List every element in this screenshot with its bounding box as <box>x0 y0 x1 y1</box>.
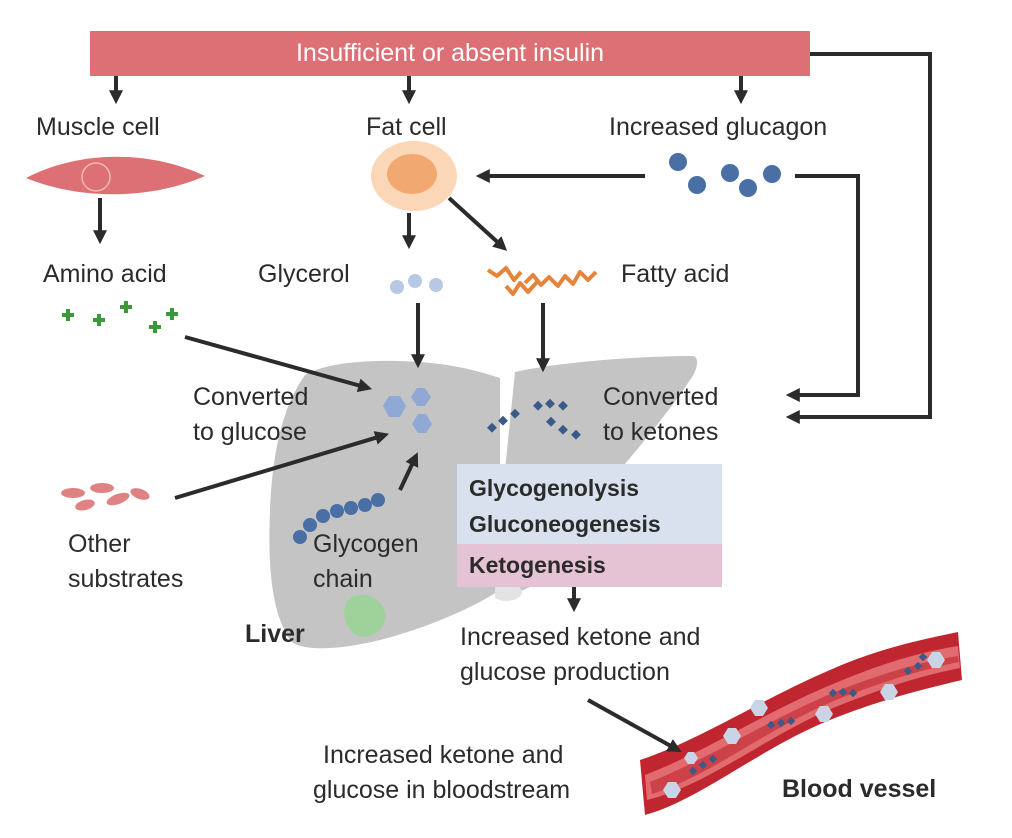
other-substrates-molecules <box>61 483 150 511</box>
ketone-glucose-production-label-line1: Increased ketone and <box>460 623 701 651</box>
glycogenolysis-label: Glycogenolysis <box>469 475 640 501</box>
process-box-ketogenesis: Ketogenesis <box>457 544 722 587</box>
converted-ketones-label-line2: to ketones <box>603 418 719 446</box>
fat-cell-shape <box>371 141 457 211</box>
process-box-glucose: Glycogenolysis Gluconeogenesis <box>457 464 722 544</box>
converted-ketones-label-line1: Converted <box>603 383 719 411</box>
ketogenesis-label: Ketogenesis <box>469 552 606 578</box>
other-substrates-label-line1: Other <box>68 530 131 558</box>
glycerol-molecules <box>390 274 443 294</box>
glucagon-molecules <box>669 153 781 197</box>
converted-glucose-label-line1: Converted <box>193 383 309 411</box>
blood-vessel-label: Blood vessel <box>782 775 937 803</box>
amino-acid-label: Amino acid <box>43 260 167 288</box>
glycogen-chain-molecules <box>293 493 385 544</box>
fat-cell-label: Fat cell <box>366 113 447 141</box>
insulin-banner: Insufficient or absent insulin <box>90 31 810 76</box>
gluconeogenesis-label: Gluconeogenesis <box>469 511 661 537</box>
flow-arrows <box>93 52 932 753</box>
fatty-acid-molecules <box>486 266 598 296</box>
ketone-glucose-bloodstream-label-line1: Increased ketone and <box>323 741 564 769</box>
increased-glucagon-label: Increased glucagon <box>609 113 828 141</box>
liver-label: Liver <box>245 620 305 648</box>
glycerol-label: Glycerol <box>258 260 350 288</box>
ketone-glucose-bloodstream-label-line2: glucose in bloodstream <box>313 776 571 804</box>
muscle-cell-shape <box>26 156 205 195</box>
glycogen-chain-label-line1: Glycogen <box>313 530 419 558</box>
other-substrates-label-line2: substrates <box>68 565 184 593</box>
ketone-molecules-liver <box>487 398 581 440</box>
glycogen-chain-label-line2: chain <box>313 565 373 593</box>
blood-vessel-shape <box>640 632 962 815</box>
converted-glucose-label-line2: to glucose <box>193 418 307 446</box>
fatty-acid-label: Fatty acid <box>621 260 730 288</box>
muscle-cell-label: Muscle cell <box>36 113 160 141</box>
glucose-molecules-liver <box>383 388 432 433</box>
amino-acid-molecules <box>62 301 178 333</box>
ketone-glucose-production-label-line2: glucose production <box>460 658 670 686</box>
